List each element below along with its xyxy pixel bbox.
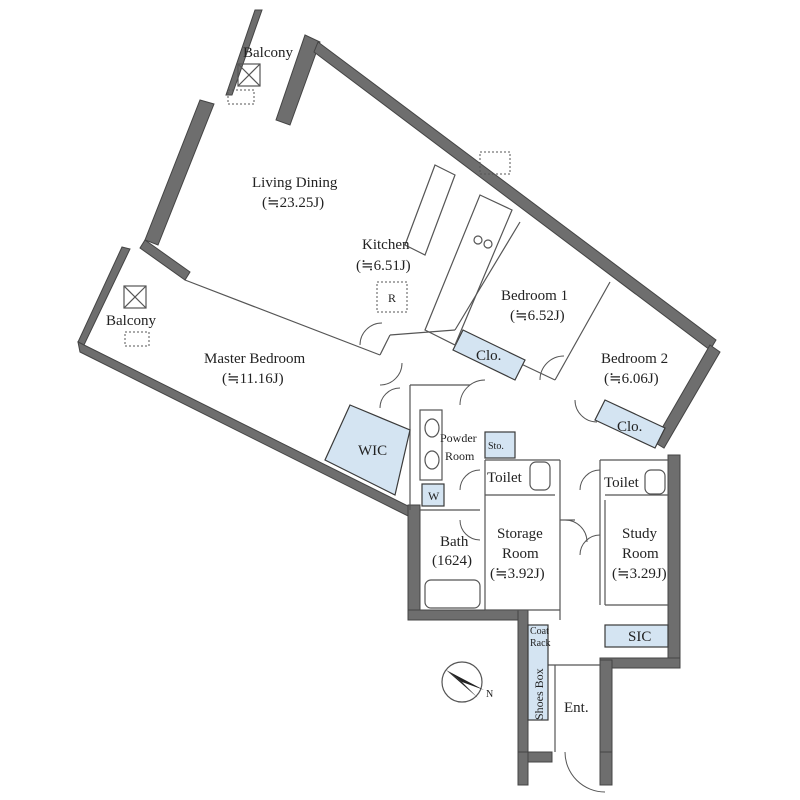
study-room-label-1: Study — [622, 526, 658, 542]
living-dining-label: Living Dining — [252, 175, 338, 191]
study-room-label-2: Room — [622, 546, 659, 562]
kitchen-island — [424, 194, 513, 346]
master-bedroom-area: (≒11.16J) — [222, 371, 284, 387]
bedroom1-area: (≒6.52J) — [510, 308, 565, 324]
shoes-box-area — [527, 624, 549, 721]
storage-room-label-1: Storage — [497, 526, 543, 542]
room-labels: Balcony Balcony Living Dining (≒23.25J) … — [106, 45, 668, 720]
kitchen-area: (≒6.51J) — [356, 258, 411, 274]
washer-label: W — [428, 489, 440, 503]
shoes-box-label: Shoes Box — [532, 668, 546, 720]
compass-circle — [441, 661, 483, 703]
bedroom1-label: Bedroom 1 — [501, 288, 568, 304]
bedroom2-label: Bedroom 2 — [601, 351, 668, 367]
powder-room-label-1: Powder — [440, 431, 477, 445]
coat-rack-label-2: Rack — [530, 638, 551, 649]
compass: N — [441, 661, 493, 703]
balcony-left-label: Balcony — [106, 313, 156, 329]
compass-needle-icon — [446, 670, 484, 690]
sto-area — [484, 431, 516, 459]
toilet2-label: Toilet — [604, 475, 640, 491]
entrance-label: Ent. — [564, 700, 589, 716]
fridge-box — [376, 281, 408, 313]
interior-partitions — [184, 221, 668, 752]
balcony-top-label: Balcony — [243, 45, 293, 61]
sto-label: Sto. — [488, 441, 504, 452]
kitchen-counter — [404, 164, 456, 256]
study-room-area: (≒3.29J) — [612, 566, 667, 582]
powder-room-label-2: Room — [445, 449, 475, 463]
doors — [359, 322, 606, 793]
bath-label: Bath — [440, 534, 469, 550]
master-bedroom-label: Master Bedroom — [204, 351, 306, 367]
closet-bedroom2 — [594, 399, 666, 449]
bedroom2-area: (≒6.06J) — [604, 371, 659, 387]
washer-area — [421, 483, 445, 507]
bathtub — [424, 579, 481, 609]
kitchen-label: Kitchen — [362, 237, 410, 253]
fridge-label: R — [388, 291, 396, 305]
coat-rack-label-1: Coat — [530, 626, 549, 637]
storage-room-label-2: Room — [502, 546, 539, 562]
closet2-label: Clo. — [617, 419, 642, 435]
sic-area — [604, 624, 669, 648]
compass-north-label: N — [486, 689, 493, 700]
living-dining-area: (≒23.25J) — [262, 195, 324, 211]
toilet1-label: Toilet — [487, 470, 523, 486]
fixtures — [123, 63, 666, 609]
wic-area — [324, 404, 411, 496]
wic-label: WIC — [358, 443, 387, 459]
sic-label: SIC — [628, 629, 651, 645]
closet1-label: Clo. — [476, 348, 501, 364]
storage-areas — [324, 329, 669, 721]
storage-room-area: (≒3.92J) — [490, 566, 545, 582]
exterior-walls — [77, 9, 721, 786]
bath-size: (1624) — [432, 553, 472, 569]
